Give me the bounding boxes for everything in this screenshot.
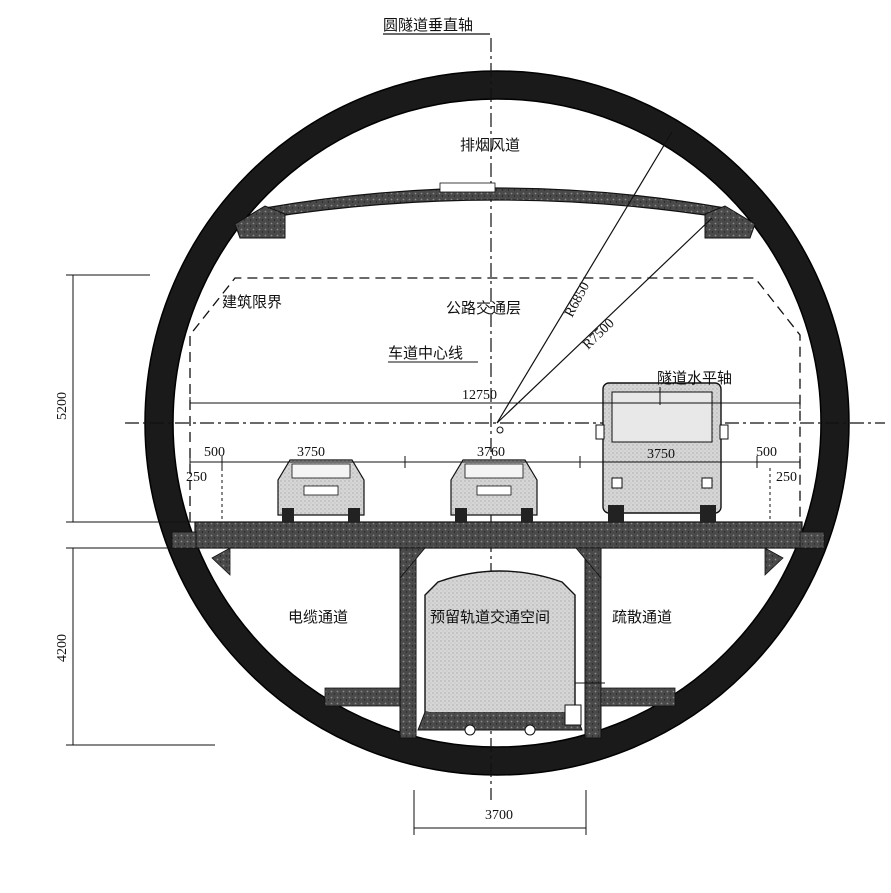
height-dimensions — [66, 274, 215, 746]
evacuation-channel-label: 疏散通道 — [612, 608, 672, 626]
lower-compartments — [211, 547, 784, 739]
width-dimensions — [189, 397, 801, 520]
clearance-outline — [189, 277, 801, 522]
car-left — [277, 459, 365, 522]
outer-radius-label: R7500 — [580, 316, 617, 353]
left-curb-label: 250 — [186, 470, 207, 485]
rail-vehicle — [417, 570, 583, 736]
car-center — [450, 459, 538, 522]
tunnel-center-point — [496, 426, 504, 434]
radius-line-outer — [496, 217, 713, 424]
left-margin-label: 500 — [204, 445, 225, 460]
total-width-label: 12750 — [462, 388, 497, 403]
smoke-duct-label: 排烟风道 — [460, 136, 520, 154]
right-margin-label: 500 — [756, 445, 777, 460]
smoke-duct-slab — [234, 182, 756, 239]
lane-1-label: 3750 — [297, 445, 325, 460]
rail-width-dimension — [413, 790, 587, 835]
lane-3-label: 3750 — [647, 447, 675, 462]
cable-channel-label: 电缆通道 — [288, 608, 348, 626]
bus — [595, 382, 729, 522]
road-layer-label: 公路交通层 — [446, 299, 521, 317]
inner-radius-label: R6850 — [562, 280, 593, 320]
road-deck-slab — [171, 521, 825, 549]
horizontal-axis-label: 隧道水平轴 — [657, 369, 732, 387]
lower-height-label: 4200 — [55, 634, 70, 662]
upper-height-label: 5200 — [55, 392, 70, 420]
rail-width-label: 3700 — [485, 808, 513, 823]
vertical-axis-label: 圆隧道垂直轴 — [383, 16, 473, 34]
right-curb-label: 250 — [776, 470, 797, 485]
clearance-label: 建筑限界 — [222, 293, 282, 311]
lane-2-label: 3760 — [477, 445, 505, 460]
lane-centerline-label: 车道中心线 — [388, 344, 463, 362]
rail-space-label: 预留轨道交通空间 — [430, 608, 550, 626]
